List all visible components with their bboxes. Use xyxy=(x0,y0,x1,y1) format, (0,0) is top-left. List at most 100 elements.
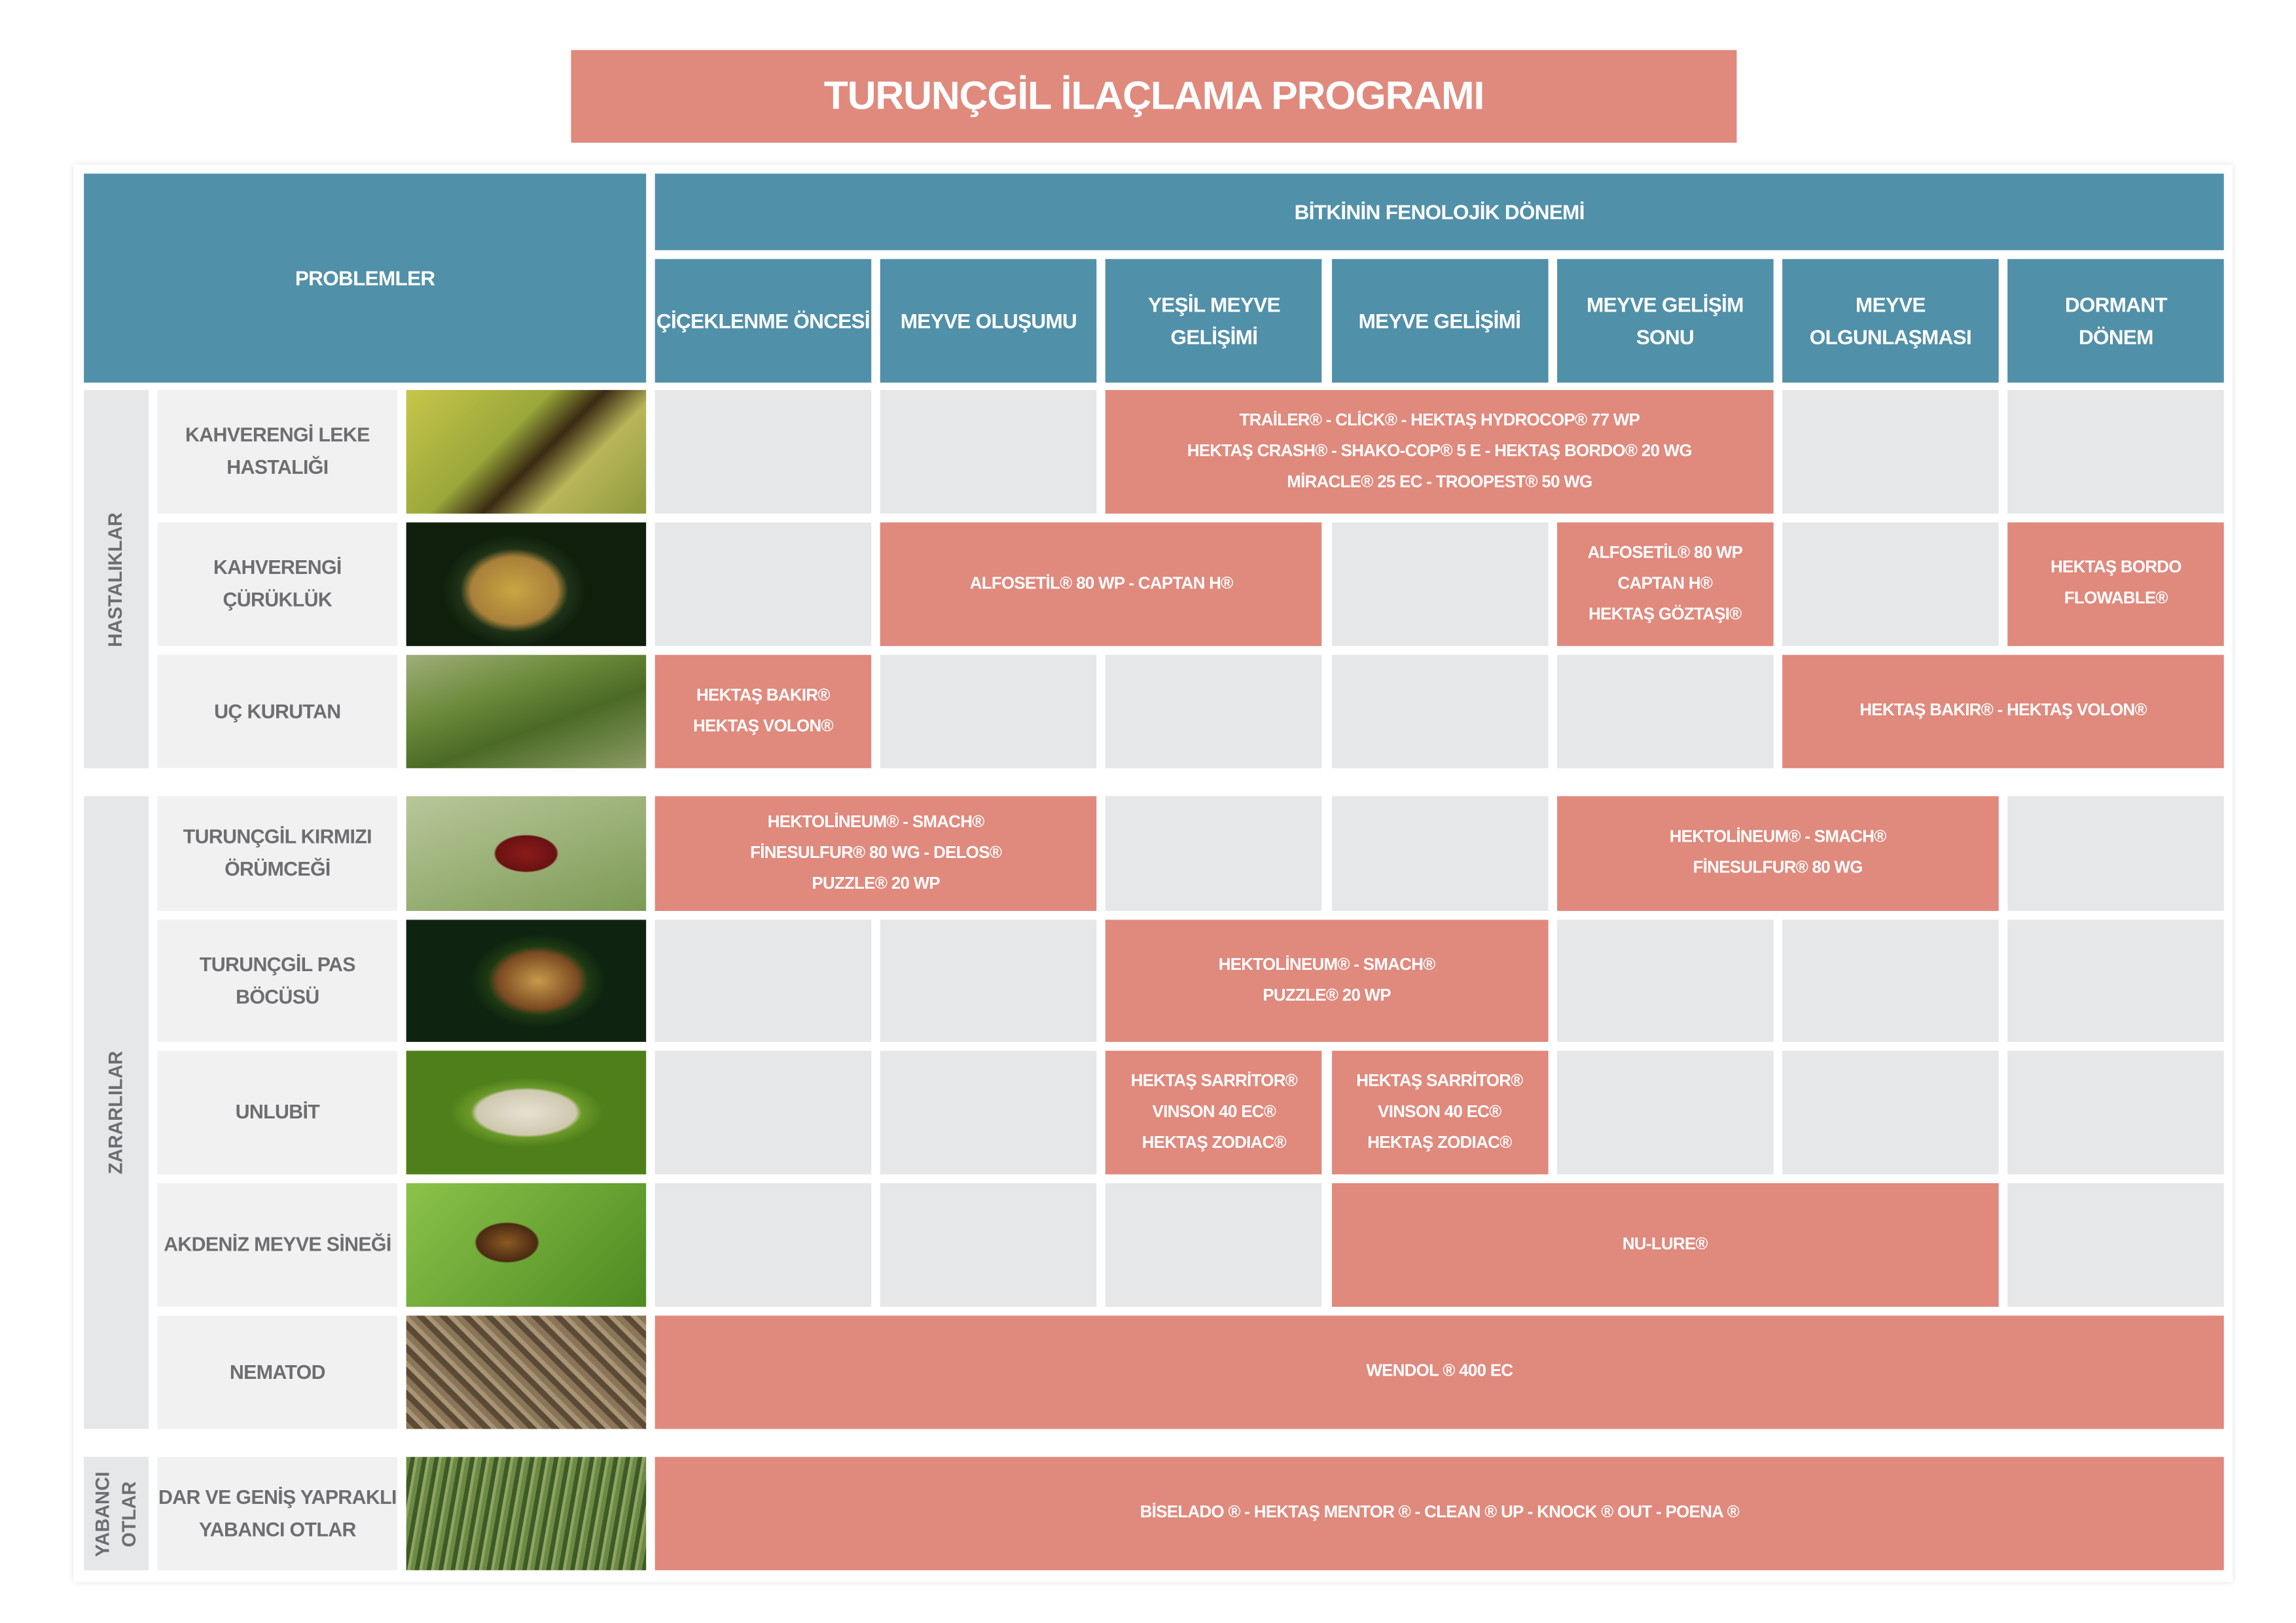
empty-cell xyxy=(1782,522,1999,647)
text-line: KAHVERENGİ xyxy=(213,556,342,579)
group-label: ZARARLILAR xyxy=(84,796,149,1429)
text-line: ÖRÜMCEĞİ xyxy=(224,857,331,880)
text-line: MİRACLE® 25 EC - TROOPEST® 50 WG xyxy=(1287,473,1592,491)
treatment-cell: ALFOSETİL® 80 WP - CAPTAN H® xyxy=(880,522,1323,647)
empty-cell xyxy=(655,389,872,514)
empty-cell xyxy=(2007,1050,2225,1175)
text-line: HASTALIĞI xyxy=(226,456,329,478)
text-line: BİSELADO ® - HEKTAŞ MENTOR ® - CLEAN ® U… xyxy=(1139,1504,1740,1522)
empty-cell xyxy=(880,389,1097,514)
problem-label: KAHVERENGİ ÇÜRÜKLÜK xyxy=(213,552,342,616)
fruit-fly-photo xyxy=(406,1183,647,1307)
brown-rot-fruit-photo xyxy=(406,522,647,647)
treatment-cell: NU-LURE® xyxy=(1331,1183,1999,1307)
empty-cell xyxy=(1556,654,1774,768)
group-text: ZARARLILAR xyxy=(103,1051,129,1174)
empty-cell xyxy=(880,1183,1097,1307)
text-line: HEKTAŞ BORDO FLOWABLE® xyxy=(2051,559,2181,608)
text-line: ALFOSETİL® 80 WP xyxy=(1587,543,1743,562)
text-line: OTLAR xyxy=(117,1480,140,1547)
text-line: PUZZLE® 20 WP xyxy=(812,874,941,893)
text-line: VINSON 40 EC® xyxy=(1378,1103,1501,1121)
text-line: PROBLEMLER xyxy=(295,266,435,290)
text-line: NU-LURE® xyxy=(1622,1235,1708,1253)
empty-cell xyxy=(655,1183,872,1307)
text-line: HEKTAŞ BAKIR® xyxy=(696,687,830,705)
empty-cell xyxy=(1105,1183,1323,1307)
treatment-cell: HEKTOLİNEUM® - SMACH®FİNESULFUR® 80 WG xyxy=(1556,796,1999,911)
empty-cell xyxy=(1105,796,1323,911)
text-line: YEŞİL MEYVE xyxy=(1147,293,1281,317)
text-line: ÇÜRÜKLÜK xyxy=(223,588,332,611)
problem-name: TURUNÇGİL PAS BÖCÜSÜ xyxy=(157,919,398,1043)
text-line: HEKTAŞ ZODIAC® xyxy=(1367,1133,1512,1152)
stage-label: ÇİÇEKLENME ÖNCESİ xyxy=(656,304,870,336)
empty-cell xyxy=(1782,919,1999,1043)
empty-cell xyxy=(2007,389,2225,514)
empty-cell xyxy=(2007,1183,2225,1307)
leaf-spot-photo xyxy=(406,389,647,514)
problem-name: UNLUBİT xyxy=(157,1050,398,1175)
treatment-cell: HEKTAŞ SARRİTOR®VINSON 40 EC®HEKTAŞ ZODI… xyxy=(1105,1050,1323,1175)
text-line: HEKTAŞ CRASH® - SHAKO-COP® 5 E - HEKTAŞ … xyxy=(1187,442,1693,460)
problem-name: UÇ KURUTAN xyxy=(157,654,398,768)
empty-cell xyxy=(880,1050,1097,1175)
text-line: DÖNEM xyxy=(2078,325,2154,349)
problem-label: AKDENİZ MEYVE SİNEĞİ xyxy=(164,1229,391,1261)
empty-cell xyxy=(2007,796,2225,911)
problem-label: TURUNÇGİL PAS BÖCÜSÜ xyxy=(158,948,398,1013)
text-line: HEKTAŞ SARRİTOR® xyxy=(1130,1072,1298,1090)
page-title: TURUNÇGİL İLAÇLAMA PROGRAMI xyxy=(571,50,1737,143)
problem-label: TURUNÇGİL KIRMIZI ÖRÜMCEĞİ xyxy=(183,821,372,886)
text-line: UÇ KURUTAN xyxy=(214,700,341,722)
treatment-cell: HEKTAŞ BAKIR® - HEKTAŞ VOLON® xyxy=(1782,654,2225,768)
text-line: KAHVERENGİ LEKE xyxy=(185,423,370,446)
text-line: MEYVE GELİŞİM xyxy=(1587,293,1744,317)
rust-mite-fruit-photo xyxy=(406,919,647,1043)
stage-header: MEYVE GELİŞİM SONU xyxy=(1556,259,1774,383)
empty-cell xyxy=(655,919,872,1043)
text-line: SONU xyxy=(1636,325,1695,349)
empty-cell xyxy=(1782,389,1999,514)
group-label: HASTALIKLAR xyxy=(84,389,149,768)
text-line: HEKTAŞ VOLON® xyxy=(693,717,834,736)
empty-cell xyxy=(1556,919,1774,1043)
treatment-cell: HEKTAŞ BORDO FLOWABLE® xyxy=(2007,522,2225,647)
treatment-cell: TRAİLER® - CLİCK® - HEKTAŞ HYDROCOP® 77 … xyxy=(1105,389,1774,514)
text-line: HEKTAŞ BAKIR® - HEKTAŞ VOLON® xyxy=(1859,702,2147,720)
text-line: HASTALIKLAR xyxy=(104,512,127,647)
text-line: VINSON 40 EC® xyxy=(1152,1103,1276,1121)
group-text: HASTALIKLAR xyxy=(103,512,129,647)
weeds-photo xyxy=(406,1457,647,1571)
phenology-header: BİTKİNİN FENOLOJİK DÖNEMİ xyxy=(655,173,2224,251)
empty-cell xyxy=(1331,654,1548,768)
text-line: TRAİLER® - CLİCK® - HEKTAŞ HYDROCOP® 77 … xyxy=(1239,411,1640,429)
text-line: DORMANT xyxy=(2064,293,2168,317)
dieback-branch-photo xyxy=(406,654,647,768)
text-line: AKDENİZ MEYVE SİNEĞİ xyxy=(164,1233,391,1256)
problem-name: AKDENİZ MEYVE SİNEĞİ xyxy=(157,1183,398,1307)
text-line: FİNESULFUR® 80 WG xyxy=(1693,859,1863,878)
text-line: TURUNÇGİL KIRMIZI xyxy=(183,825,372,848)
mealybug-photo xyxy=(406,1050,647,1175)
problem-label: UÇ KURUTAN xyxy=(214,696,341,728)
stage-header: MEYVE GELİŞİMİ xyxy=(1331,259,1548,383)
stage-header: MEYVE OLUŞUMU xyxy=(880,259,1097,383)
text-line: PUZZLE® 20 WP xyxy=(1263,986,1391,1005)
stage-label: MEYVE OLUŞUMU xyxy=(901,304,1077,336)
text-line: TURUNÇGİL PAS BÖCÜSÜ xyxy=(199,953,356,1008)
empty-cell xyxy=(1105,654,1323,768)
text-line: ZARARLILAR xyxy=(104,1050,127,1175)
text-line: FİNESULFUR® 80 WG - DELOS® xyxy=(750,844,1002,862)
empty-cell xyxy=(655,522,872,647)
text-line: HEKTOLİNEUM® - SMACH® xyxy=(1218,955,1436,974)
empty-cell xyxy=(1331,522,1548,647)
text-line: NEMATOD xyxy=(229,1360,326,1383)
